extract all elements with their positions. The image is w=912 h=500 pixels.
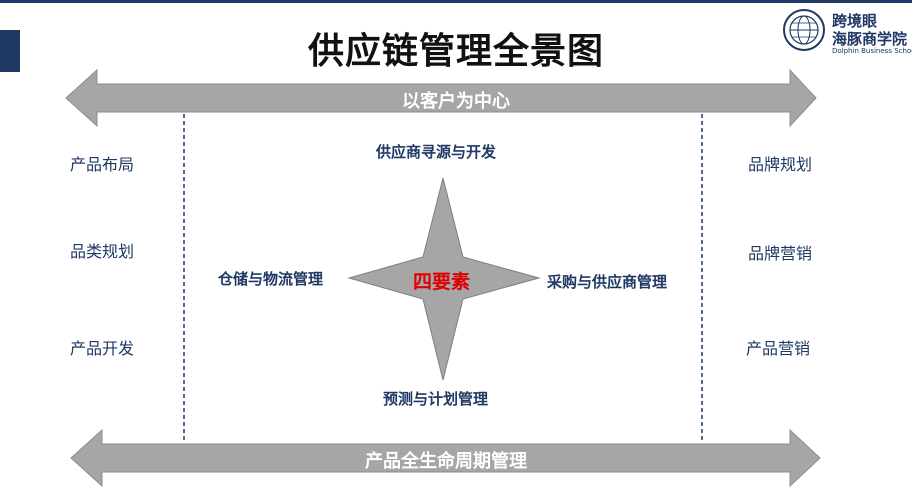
logo-english-name: Dolphin Business School — [832, 47, 912, 55]
logo-name-line1: 跨境眼 — [832, 12, 878, 30]
page-title: 供应链管理全景图 — [307, 31, 604, 72]
right-item-product-marketing: 产品营销 — [746, 339, 811, 358]
side-accent-tab — [0, 30, 20, 72]
star-center-label: 四要素 — [413, 271, 471, 293]
right-item-brand-planning: 品牌规划 — [748, 155, 813, 174]
globe-seal-icon — [783, 9, 825, 51]
left-item-product-development: 产品开发 — [70, 339, 135, 358]
left-item-category-planning: 品类规划 — [70, 242, 135, 261]
logo-name-line2: 海豚商学院 — [832, 30, 908, 48]
brand-logo: 跨境眼 海豚商学院 Dolphin Business School — [782, 8, 912, 58]
right-item-brand-marketing: 品牌营销 — [748, 244, 813, 263]
four-point-star — [347, 177, 541, 381]
top-band-label: 以客户为中心 — [402, 91, 510, 112]
top-rule — [0, 0, 912, 3]
top-double-arrow — [65, 68, 817, 128]
left-item-product-layout: 产品布局 — [70, 155, 135, 174]
bottom-band-label: 产品全生命周期管理 — [365, 451, 527, 472]
star-bottom-label: 预测与计划管理 — [383, 390, 489, 408]
star-top-label: 供应商寻源与开发 — [376, 143, 497, 161]
bottom-double-arrow — [70, 428, 821, 488]
star-right-label: 采购与供应商管理 — [547, 273, 668, 291]
star-left-label: 仓储与物流管理 — [218, 270, 324, 288]
